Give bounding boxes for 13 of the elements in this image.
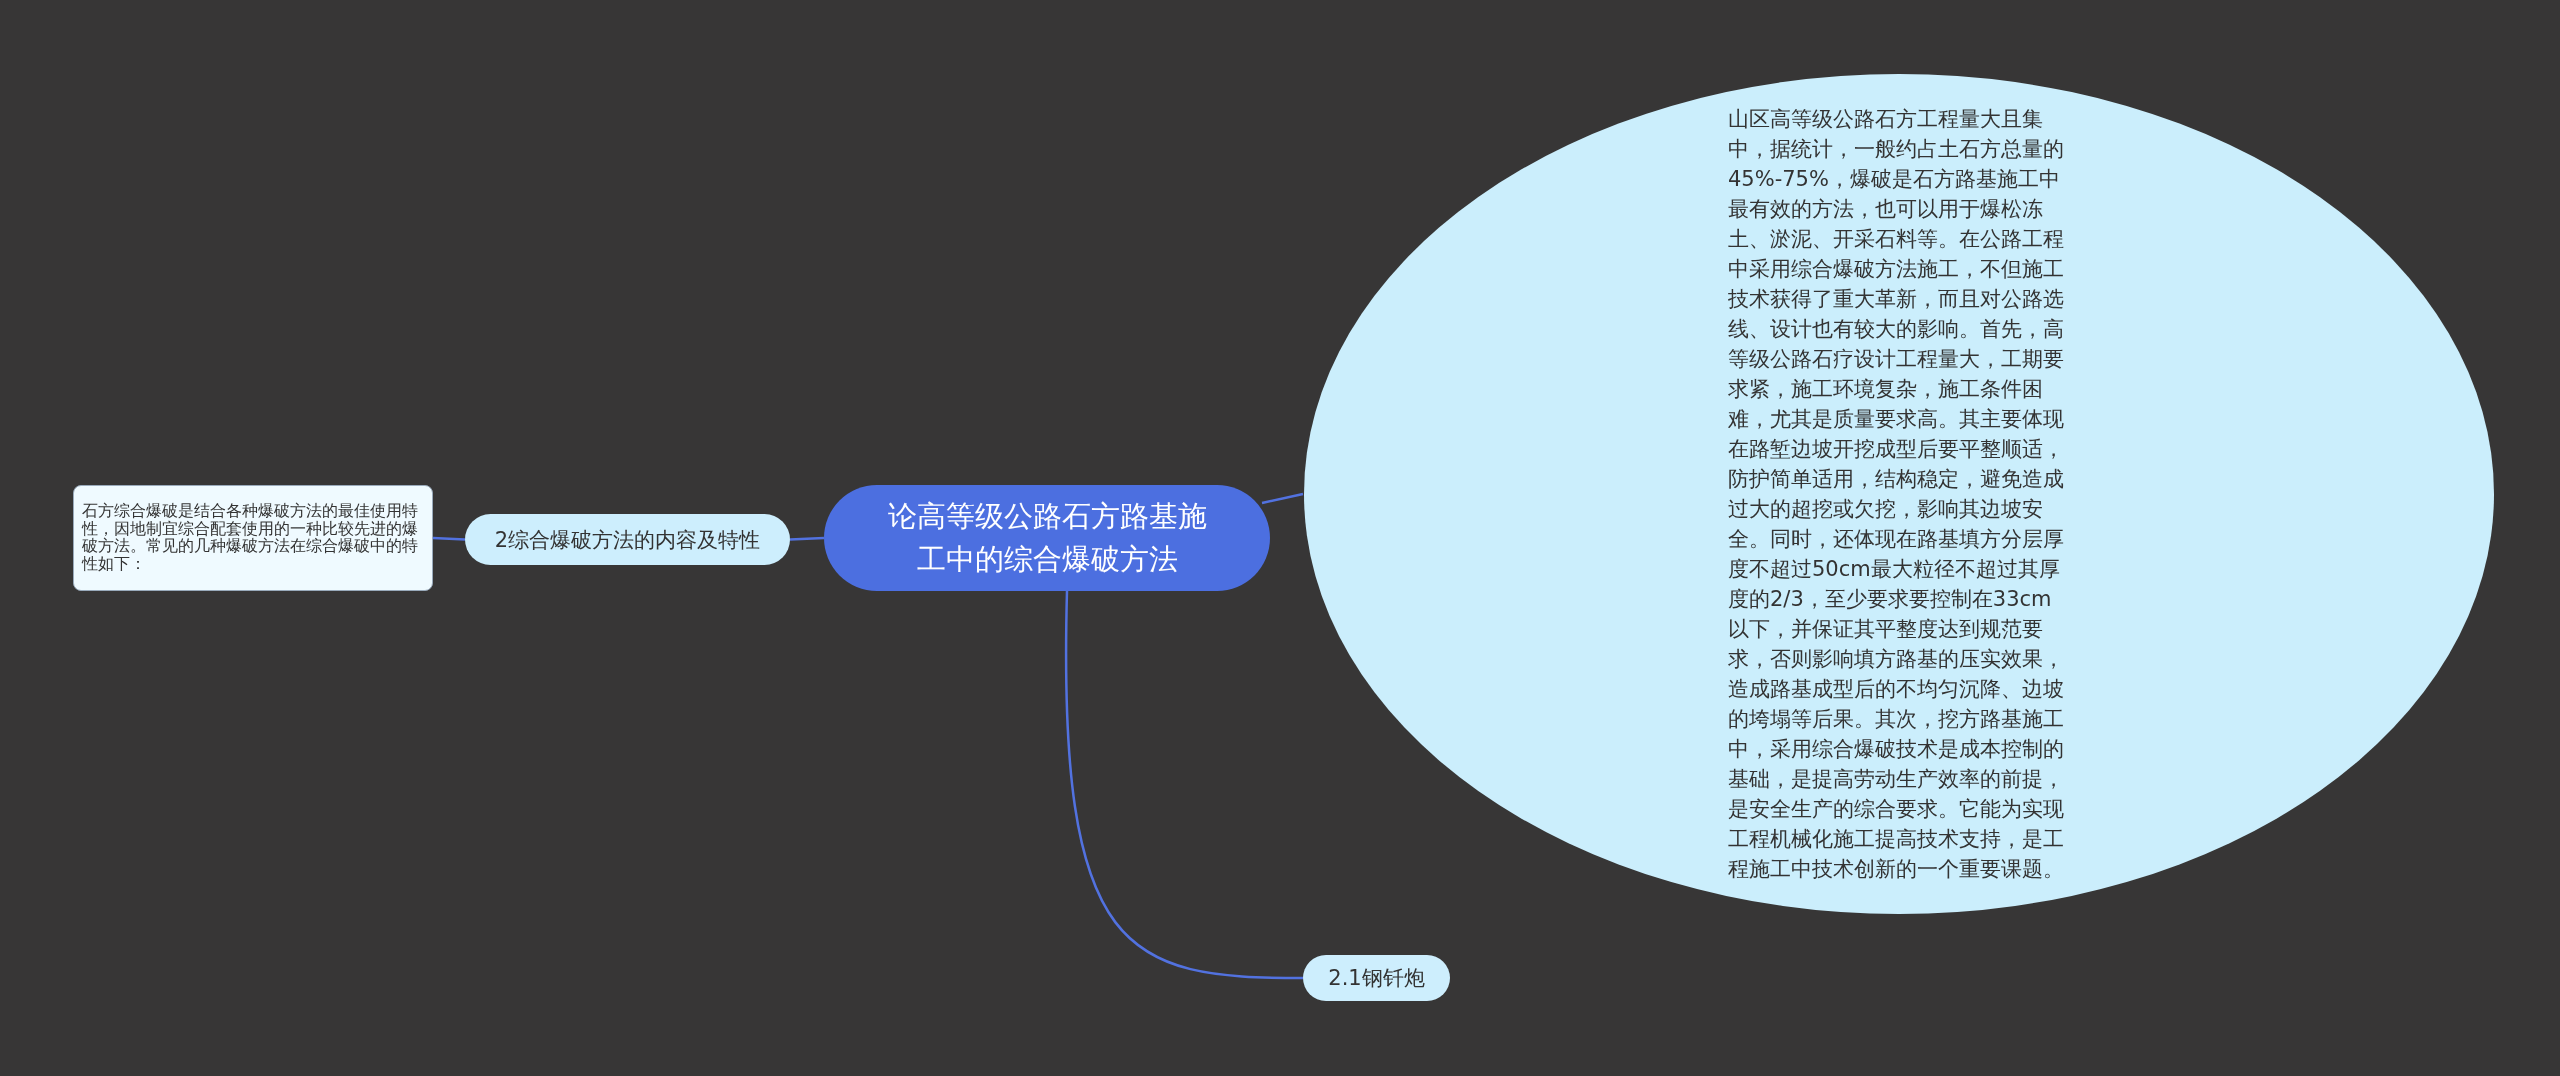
connector-line [1261,492,1304,505]
note-box [73,485,433,591]
paragraph: 山区高等级公路石方工程量大且集中，据统计，一般约占土石方总量的45%-75%，爆破是石方路基施工中最有效的方法，也可以用于爆松冻土、淤泥、开采石料等。在公路工程中采用综合爆破方法施工，不但施工技术获得了重大革新，而且对公路选线、设计也有较大的影响。首先，高等级公路石疗设计工程量大，工期要求紧，施工环境复杂，施工条件困难，尤其是质量要求高。其主要体现在路堑边坡开挖成型后要平整顺适，防护简单适用，结构稳定，避免造成过大的超挖或欠挖，影响其边坡安全。同时，还体现在路基填方分层厚度不超过50cm最大粒径不超过其厚度的2/3，至少要求要控制在33cm以下，并保证其平整度达到规范要求，否则影响填方路基的压实效果，造成路基成型后的不均匀沉降、边坡的垮塌等后果。其次，挖方路基施工中，采用综合爆破技术是成本控制的基础，是提高劳动生产效率的前提，是安全生产的综合要求。它能为实现工程机械化施工提高技术支持，是工程施工中技术创新的一个重要课题。 [1728,106,2065,883]
text-ellipse [1303,73,2495,915]
subtopic-box [465,514,790,565]
connector-line [1064,591,1303,980]
node-label: 2综合爆破方法的内容及特性 [493,526,762,553]
node-label: 论高等级公路石方路基施工中的综合爆破方法 [886,498,1208,578]
node-label: 2.1钢钎炮 [1327,965,1426,991]
subtopic-box [1303,955,1450,1001]
paragraph: 石方综合爆破是结合各种爆破方法的最佳使用特性，因地制宜综合配套使用的一种比较先进的爆破方法。常见的几种爆破方法在综合爆破中的特性如下： [82,503,419,573]
connector-line [432,536,466,541]
connector-line [789,536,825,541]
